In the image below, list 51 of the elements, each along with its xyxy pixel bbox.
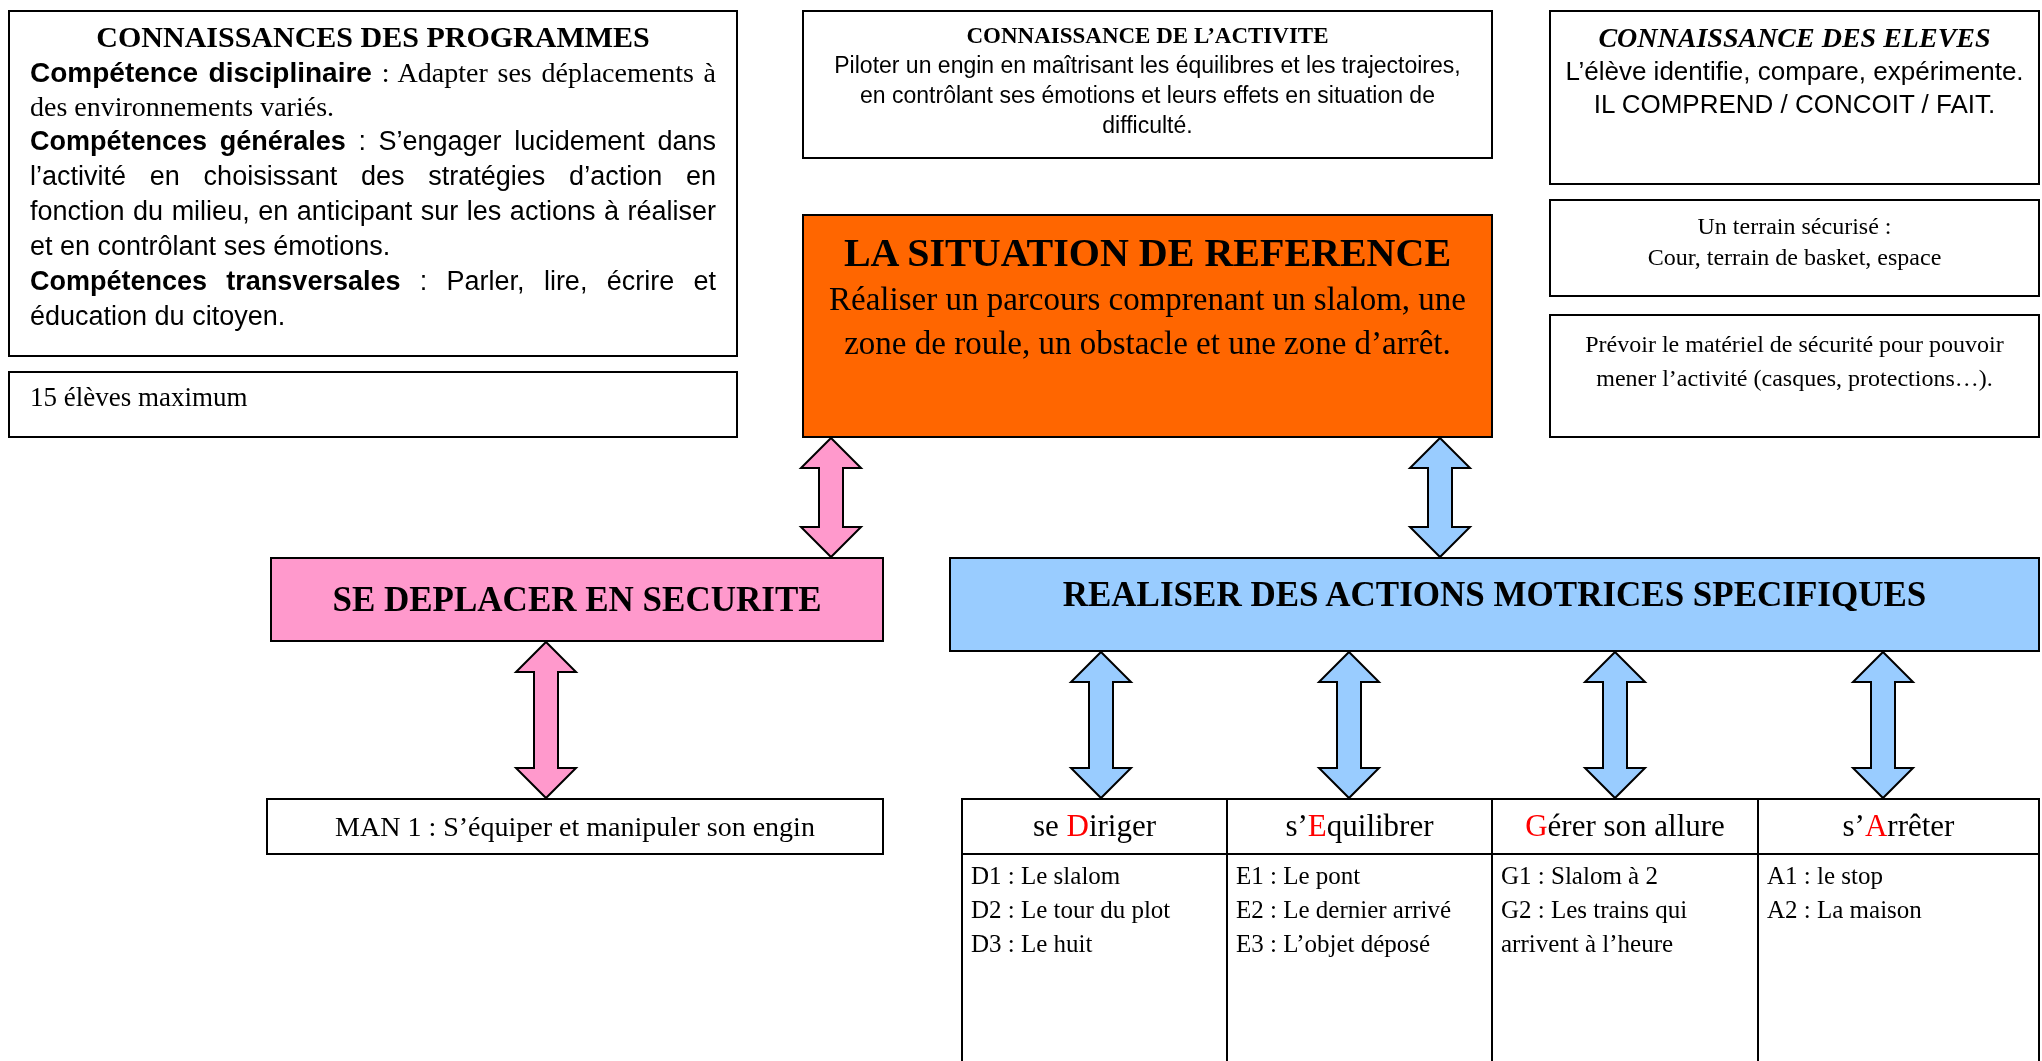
double-arrow <box>798 436 864 559</box>
box-text: E1 : Le pont <box>1236 861 1362 891</box>
box-text: D3 : Le huit <box>971 928 1094 959</box>
box-text: Un terrain sécurisé : <box>1696 212 1893 241</box>
box-heading: LA SITUATION DE REFERENCE <box>842 229 1453 277</box>
box-text: D2 : Le tour du plot <box>971 894 1172 925</box>
box-text: Compétences transversales : Parler, lire, écrire et éducation du citoyen. <box>30 265 716 334</box>
box-text: Prévoir le matériel de sécurité pour pouvoir mener l’activité (casques, protections…). <box>1584 330 2005 393</box>
column-heading: s’Equilibrer <box>1284 807 1435 846</box>
box-heading: CONNAISSANCES DES PROGRAMMES <box>95 19 651 55</box>
info-box <box>8 10 738 357</box>
box-text: E2 : Le dernier arrivé <box>1236 894 1453 925</box>
box-text: G2 : Les trains qui arrivent à l’heure <box>1501 894 1689 959</box>
box-text: Réaliser un parcours comprenant un slalom, une zone de roule, un obstacle et une zone d’arrêt. <box>828 280 1467 363</box>
box-text: E3 : L’objet déposé <box>1236 928 1432 959</box>
box-heading: REALISER DES ACTIONS MOTRICES SPECIFIQUES <box>1061 574 1928 616</box>
box-heading: SE DEPLACER EN SECURITE <box>331 578 823 621</box>
double-arrow <box>1850 650 1916 800</box>
column-heading: se Diriger <box>1031 807 1158 846</box>
info-box <box>1549 10 2040 185</box>
double-arrow <box>1316 650 1382 800</box>
table-header-cell <box>1757 798 2040 855</box>
double-arrow <box>1582 650 1648 800</box>
box-text: A1 : le stop <box>1767 861 1884 891</box>
box-text: MAN 1 : S’équiper et manipuler son engin <box>334 810 816 844</box>
category-box <box>270 557 884 642</box>
box-heading: CONNAISSANCE DE L’ACTIVITE <box>965 22 1330 50</box>
box-text: IL COMPREND / CONCOIT / FAIT. <box>1592 88 1997 122</box>
category-box <box>949 557 2040 652</box>
double-arrow <box>1407 436 1473 559</box>
highlight-box <box>802 214 1493 438</box>
info-box <box>802 10 1493 159</box>
table-header-cell <box>961 798 1228 855</box>
column-heading: s’Arrêter <box>1841 807 1956 846</box>
box-text: Cour, terrain de basket, espace <box>1646 243 1943 273</box>
box-text: D1 : Le slalom <box>971 861 1122 891</box>
box-text: G1 : Slalom à 2 <box>1501 861 1659 891</box>
note-box <box>8 371 738 438</box>
column-heading: Gérer son allure <box>1524 807 1726 846</box>
info-box <box>1549 199 2040 297</box>
box-text: Piloter un engin en maîtrisant les équilibres et les trajectoires, en contrôlant ses émotions et leurs effets en situation de difficulté. <box>833 50 1462 140</box>
double-arrow <box>1068 650 1134 800</box>
box-text: 15 élèves maximum <box>30 381 249 414</box>
box-text: Compétence disciplinaire : Adapter ses déplacements à des environnements variés. <box>30 55 716 124</box>
box-text: Compétences générales : S’engager lucidement dans l’activité en choisissant des stratégies d’action en fonction du milieu, en anticipant sur les actions à réaliser et en contrôlant ses émotions. <box>30 124 716 264</box>
box-text: A2 : La maison <box>1767 894 1923 925</box>
skill-box <box>266 798 884 855</box>
box-text: L’élève identifie, compare, expérimente. <box>1564 55 2025 88</box>
info-box <box>1549 314 2040 438</box>
box-heading: CONNAISSANCE DES ELEVES <box>1597 21 1992 55</box>
double-arrow <box>513 640 579 800</box>
